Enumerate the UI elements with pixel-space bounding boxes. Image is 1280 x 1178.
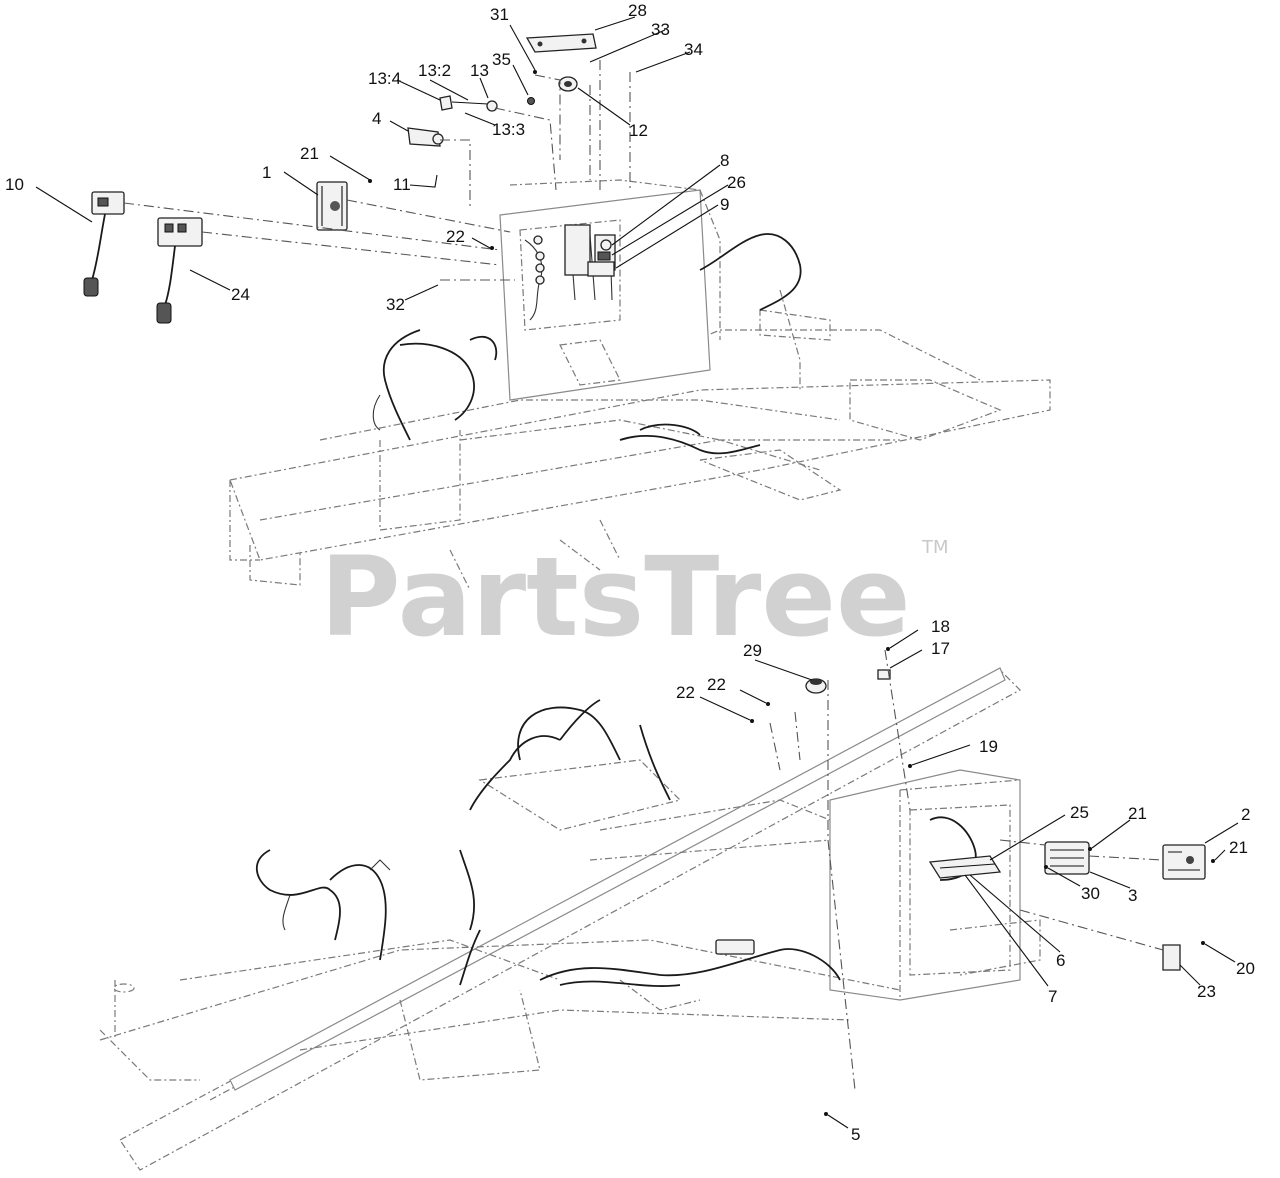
part-4-switch[interactable] (407, 127, 444, 147)
callout-8[interactable]: 8 (720, 151, 729, 170)
part-29-cap[interactable] (805, 678, 827, 694)
part-9-block[interactable] (587, 261, 615, 277)
callout-23[interactable]: 23 (1197, 982, 1216, 1001)
upper-leaders (35, 16, 729, 301)
part-2-controller[interactable] (1162, 844, 1206, 880)
part-8-relay[interactable] (600, 239, 612, 251)
callout-6[interactable]: 6 (1056, 951, 1065, 970)
part-23-block[interactable] (1162, 944, 1181, 971)
callout-28[interactable]: 28 (628, 1, 647, 20)
callout-1[interactable]: 1 (262, 163, 271, 182)
callout-11[interactable]: 11 (393, 175, 411, 194)
callout-35[interactable]: 35 (492, 50, 511, 69)
upper-frame-assembly (229, 179, 1051, 591)
callout-20[interactable]: 20 (1236, 959, 1255, 978)
callout-34[interactable]: 34 (684, 40, 703, 59)
callout-7[interactable]: 7 (1048, 987, 1057, 1006)
lower-leaders (699, 629, 1239, 1129)
callout-31[interactable]: 31 (490, 5, 509, 24)
callout-25[interactable]: 25 (1070, 803, 1089, 822)
callout-4[interactable]: 4 (372, 109, 381, 128)
upper-parts (83, 33, 615, 324)
part-13-key-switch[interactable] (439, 95, 498, 112)
callout-18[interactable]: 18 (931, 617, 950, 636)
callout-32[interactable]: 32 (386, 295, 405, 314)
part-28-plate[interactable] (525, 33, 597, 53)
part-1-module[interactable] (316, 181, 348, 231)
callout-26[interactable]: 26 (727, 173, 746, 192)
part-17-block[interactable] (877, 669, 891, 680)
part-12-meter[interactable] (558, 76, 578, 92)
part-25-bracket[interactable] (928, 855, 1002, 879)
callout-29[interactable]: 29 (743, 641, 762, 660)
lower-parts (805, 669, 1206, 971)
callout-labels: 31 28 33 34 13:4 13:2 13 35 13:3 12 4 21… (5, 1, 1255, 1144)
callout-21-lower-b[interactable]: 21 (1229, 838, 1248, 857)
callout-13[interactable]: 13 (470, 61, 489, 80)
callout-21-lower-a[interactable]: 21 (1128, 804, 1147, 823)
callout-22-lower-b[interactable]: 22 (707, 675, 726, 694)
part-3-module[interactable] (1044, 841, 1090, 875)
callout-22-upper[interactable]: 22 (446, 227, 465, 246)
callout-19[interactable]: 19 (979, 737, 998, 756)
callout-10[interactable]: 10 (5, 175, 24, 194)
part-26-fuse[interactable] (597, 251, 611, 261)
callout-22-lower-a[interactable]: 22 (676, 683, 695, 702)
callout-3[interactable]: 3 (1128, 886, 1137, 905)
part-35-knob[interactable] (527, 97, 535, 105)
lower-frame-assembly (99, 667, 1041, 1171)
callout-13-4[interactable]: 13:4 (368, 69, 401, 88)
callout-13-2[interactable]: 13:2 (418, 61, 451, 80)
watermark-text: PartsTree (320, 533, 911, 661)
callout-30[interactable]: 30 (1081, 884, 1100, 903)
callout-2[interactable]: 2 (1241, 805, 1250, 824)
callout-17[interactable]: 17 (931, 639, 950, 658)
callout-5[interactable]: 5 (851, 1125, 860, 1144)
callout-21-upper[interactable]: 21 (300, 144, 319, 163)
callout-9[interactable]: 9 (720, 195, 729, 214)
callout-24[interactable]: 24 (231, 285, 250, 304)
part-10-connector[interactable] (83, 191, 125, 297)
callout-12[interactable]: 12 (629, 121, 648, 140)
watermark-trademark: TM (921, 537, 949, 558)
callout-33[interactable]: 33 (651, 20, 670, 39)
callout-13-3[interactable]: 13:3 (492, 120, 525, 139)
part-24-connector[interactable] (156, 217, 203, 324)
